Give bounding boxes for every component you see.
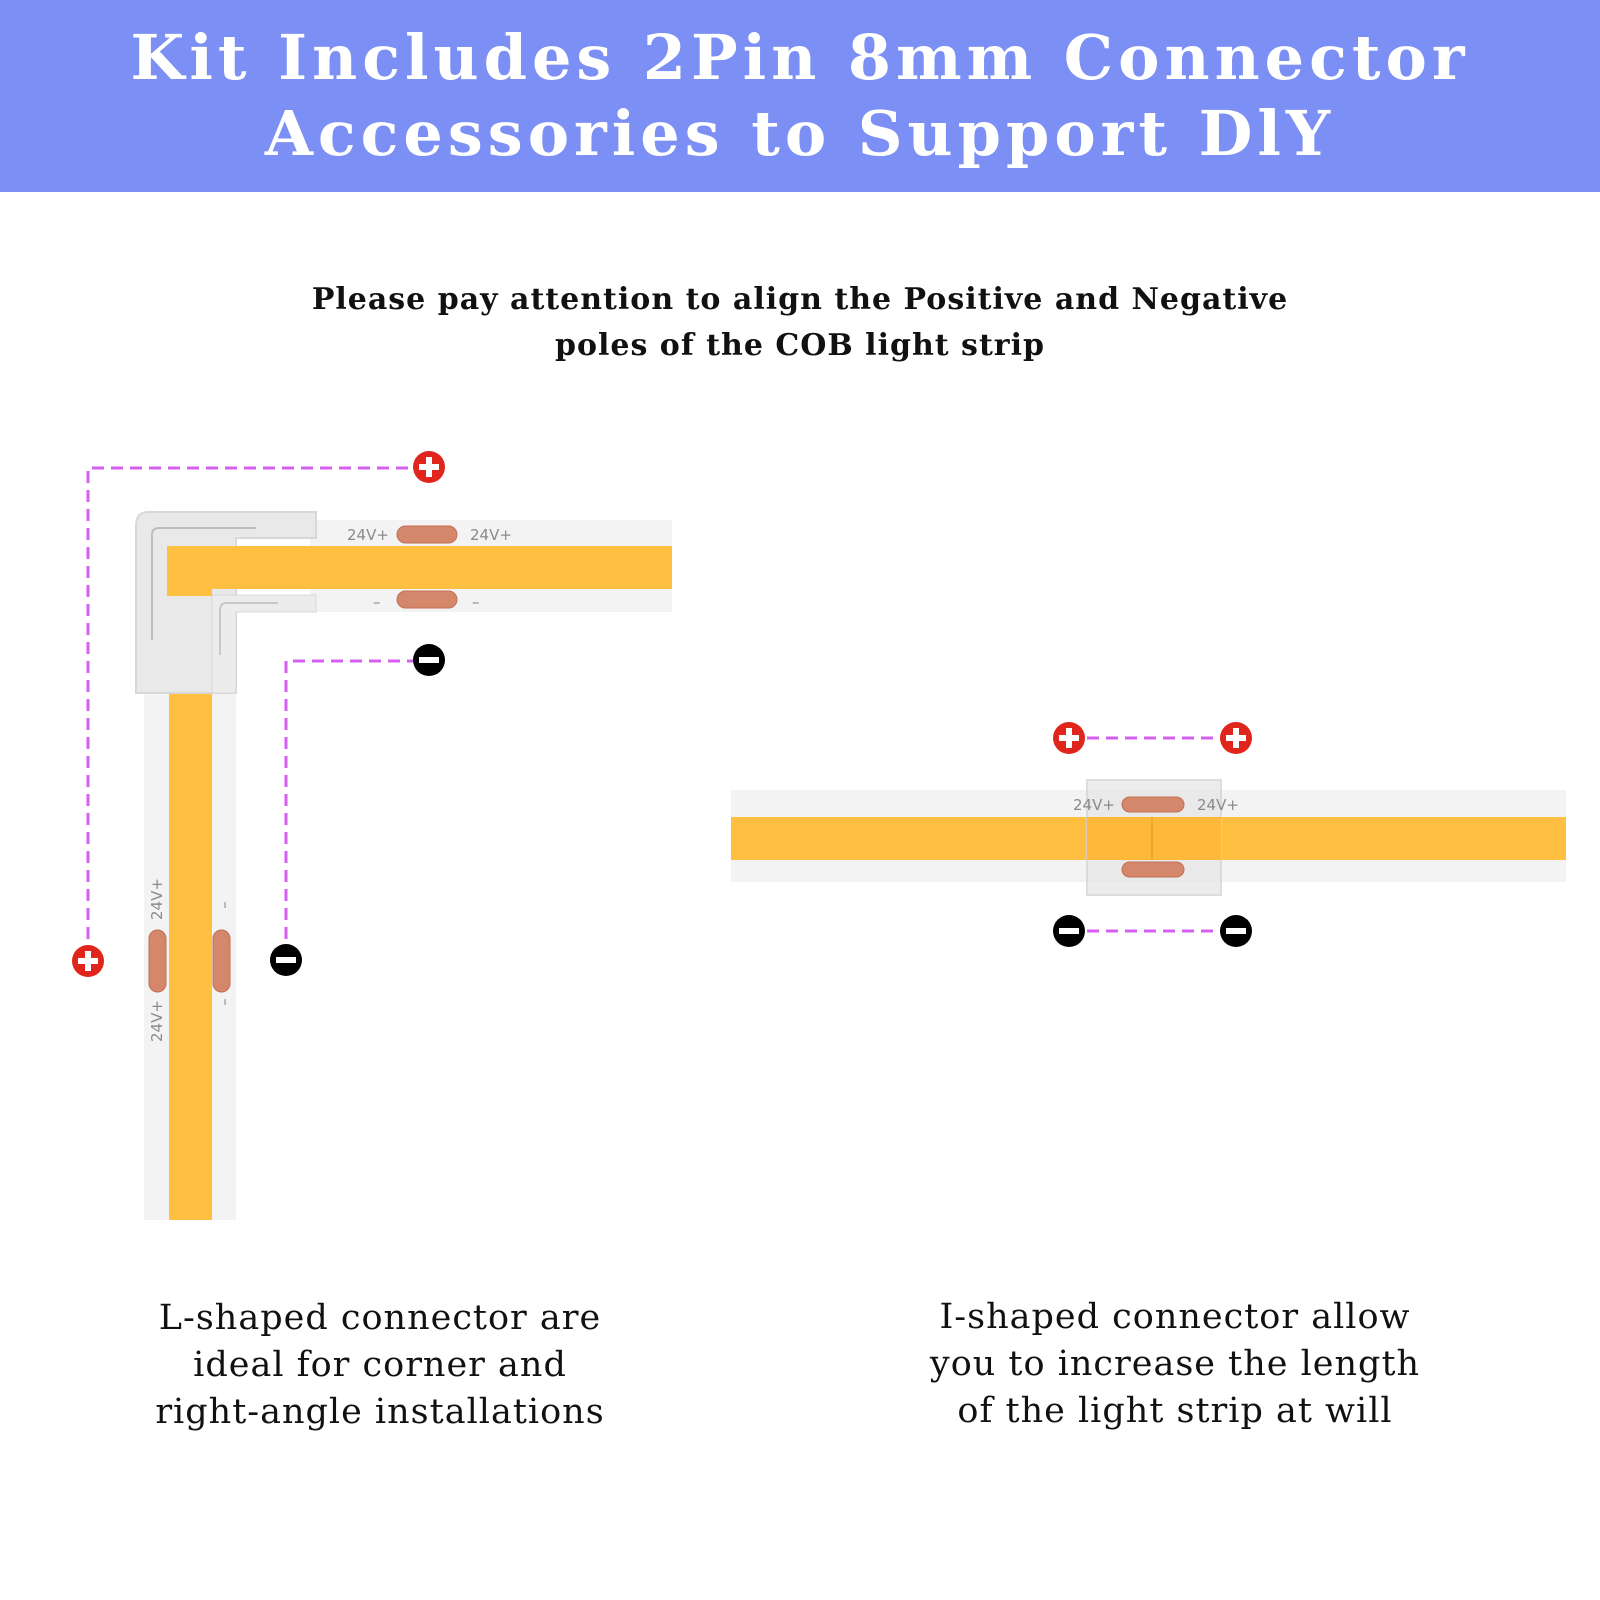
positive-marker-icon	[72, 945, 104, 977]
banner-title-line-1: Kit Includes 2Pin 8mm Connector	[130, 21, 1470, 94]
l-horizontal-label-left: 24V+	[347, 526, 389, 544]
i-caption-line: of the light strip at will	[957, 1391, 1393, 1431]
i-caption-line: you to increase the length	[929, 1344, 1421, 1384]
l-horizontal-minus-right: –	[472, 593, 480, 611]
l-horizontal-label-right: 24V+	[470, 526, 512, 544]
negative-marker-icon	[270, 944, 302, 976]
l-vertical-positive-pad	[148, 929, 167, 993]
l-corner-cob-joint	[167, 546, 212, 596]
l-vertical-label-top: 24V+	[148, 878, 166, 920]
l-horizontal-minus-left: –	[373, 593, 381, 611]
l-horizontal-cob-light	[167, 546, 672, 589]
polarity-note-line-1: Please pay attention to align the Positi…	[311, 282, 1289, 317]
positive-marker-icon	[413, 451, 445, 483]
i-label-right: 24V+	[1197, 796, 1239, 814]
negative-marker-icon	[413, 644, 445, 676]
negative-marker-icon	[1220, 915, 1252, 947]
l-corner-inner-housing	[211, 594, 317, 694]
l-caption-line: right-angle installations	[155, 1392, 605, 1432]
i-shaped-connector: 24V+ 24V+	[731, 722, 1566, 947]
l-horizontal-positive-pad	[396, 525, 458, 544]
l-corner-clip-edge	[151, 527, 256, 640]
l-vertical-minus-bottom: –	[217, 998, 235, 1006]
l-horizontal-negative-pad	[396, 590, 458, 609]
i-connector-cob-overlap	[1087, 817, 1221, 860]
l-shaped-connector: 24V+ 24V+ – – 24V+ 24V+ – –	[72, 451, 672, 1220]
positive-marker-icon	[1220, 722, 1252, 754]
i-positive-pad	[1121, 796, 1185, 813]
l-corner-clip-edge-inner	[219, 602, 278, 655]
i-negative-pad	[1121, 861, 1185, 878]
l-negative-dash-line	[284, 659, 426, 958]
i-label-left: 24V+	[1073, 796, 1115, 814]
i-caption-line: I-shaped connector allow	[939, 1297, 1411, 1337]
l-connector-caption: L-shaped connector are ideal for corner …	[110, 1295, 650, 1436]
l-caption-line: ideal for corner and	[193, 1345, 567, 1385]
l-vertical-label-bottom: 24V+	[148, 1000, 166, 1042]
polarity-note-line-2: poles of the COB light strip	[555, 328, 1045, 363]
l-caption-line: L-shaped connector are	[158, 1298, 602, 1338]
negative-marker-icon	[1053, 915, 1085, 947]
l-positive-dash-line	[86, 466, 426, 958]
positive-marker-icon	[1053, 722, 1085, 754]
header-banner: Kit Includes 2Pin 8mm Connector Accessor…	[0, 0, 1600, 192]
i-connector-caption: I-shaped connector allow you to increase…	[885, 1294, 1465, 1435]
banner-title-line-2: Accessories to Support DlY	[264, 97, 1336, 170]
l-vertical-negative-pad	[212, 929, 231, 993]
l-vertical-minus-top: –	[217, 901, 235, 909]
